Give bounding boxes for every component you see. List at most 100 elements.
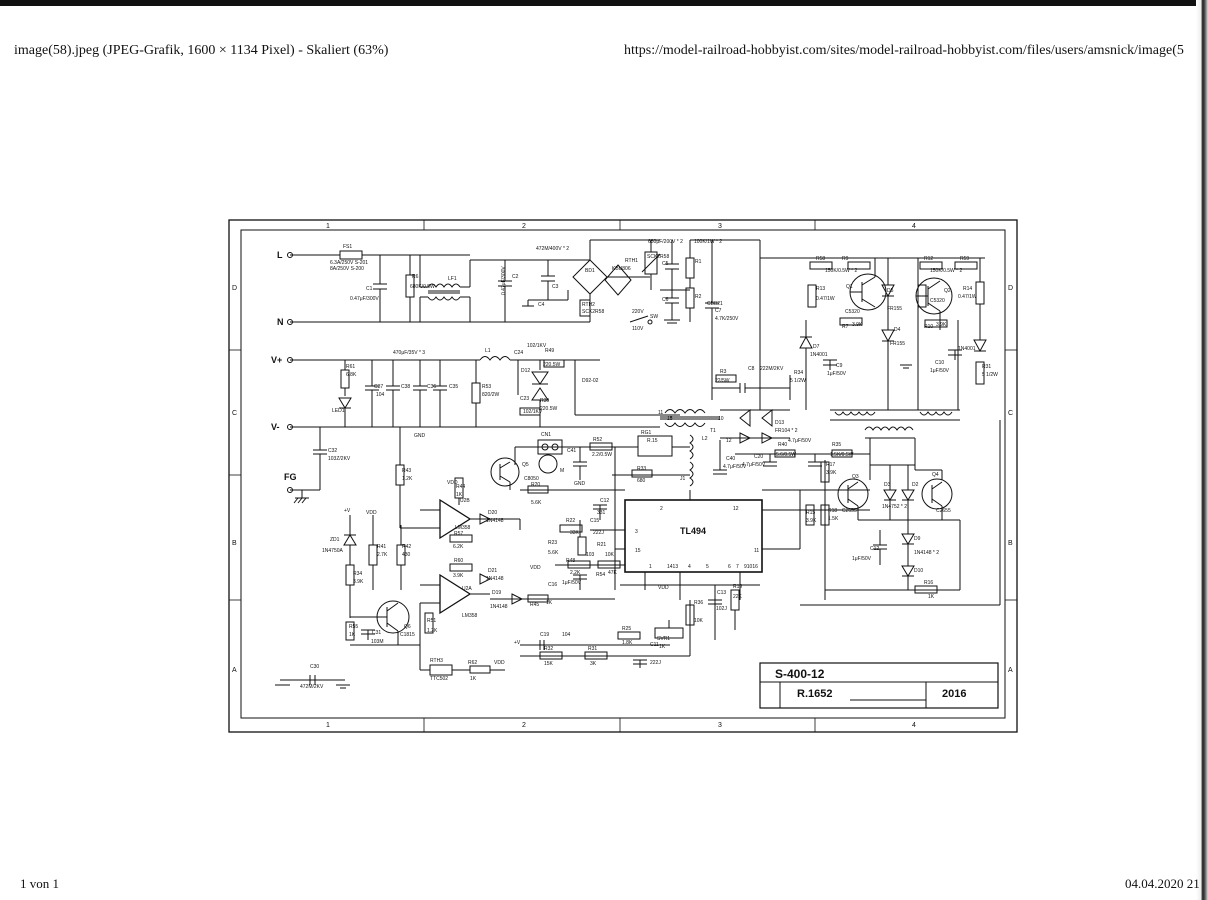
label-r6: R6: [412, 274, 419, 280]
label-c16-val: 1μF/50V: [562, 580, 582, 586]
label-c1-val: 0.47μF/300V: [350, 296, 379, 302]
terminal-n: N: [277, 317, 284, 327]
label-r3-val: 22/5W: [715, 378, 730, 384]
label-r60: R60: [454, 558, 463, 564]
label-c11: C11: [650, 642, 659, 648]
label-l1-out: L1: [485, 348, 491, 354]
label-c20-val: 4.7μF/50V: [742, 462, 766, 468]
label-r44: R44: [456, 484, 465, 490]
label-fs1-rating2: 8A/250V S-200: [330, 266, 364, 272]
label-r23: R23: [548, 540, 557, 546]
label-q4-val: C2655: [936, 508, 951, 514]
input-section: [287, 239, 790, 400]
label-r2: R2: [695, 294, 702, 300]
terminal-fg: FG: [284, 472, 297, 482]
label-q6-val: C1815: [400, 632, 415, 638]
title-block-model: S-400-12: [775, 667, 825, 681]
label-r19-val: 22K: [733, 594, 743, 600]
label-r25-val: 1.8K: [622, 640, 633, 646]
print-footer-page: 1 von 1: [20, 876, 59, 891]
label-c2: C2: [512, 274, 519, 280]
label-cbb21: CBB21: [707, 301, 723, 307]
grid-row-c-right: C: [1008, 410, 1013, 417]
label-r17-val: 3.9K: [826, 470, 837, 476]
label-gnd-2: GND: [574, 481, 586, 487]
label-c15-val: 222J: [593, 530, 604, 536]
label-c7: C7: [715, 308, 722, 314]
label-r61: R61: [346, 364, 355, 370]
label-r40-val: 5.6/0.5W: [776, 452, 796, 458]
label-r60-val: 3.9K: [453, 573, 464, 579]
terminal-vminus: V-: [271, 422, 280, 432]
label-d7-val: 1N4001: [810, 352, 828, 358]
label-r61-val: 6.8K: [346, 372, 357, 378]
label-r10: R10: [924, 324, 933, 330]
label-d13: D13: [775, 420, 784, 426]
grid-row-b-left: B: [232, 540, 237, 547]
label-r54-val: 47K: [608, 570, 618, 576]
label-vdd-1: VDD: [447, 480, 458, 486]
label-r16-val: 1K: [928, 594, 935, 600]
label-r15-val: 3.9K: [806, 518, 817, 524]
label-zd1: ZD1: [330, 537, 340, 543]
label-110v: 110V: [632, 326, 644, 332]
terminal-vplus: V+: [271, 355, 282, 365]
label-gnd-1: GND: [414, 433, 426, 439]
grid-col-2-bottom: 2: [522, 722, 526, 729]
label-svr1: SVR1: [657, 636, 670, 642]
label-c40-val: 4.7μF/50V: [723, 464, 747, 470]
label-d9-val: 1N4148 * 2: [914, 550, 939, 556]
grid-col-4-bottom: 4: [912, 722, 916, 729]
label-c9: C9: [836, 363, 843, 369]
label-r14: R14: [963, 286, 972, 292]
label-r20-val: 5.6K: [531, 500, 542, 506]
inner-frame: [240, 229, 1006, 719]
label-r42-val: 430: [402, 552, 411, 558]
title-block-year: 2016: [942, 688, 966, 700]
label-q2: Q2: [944, 288, 951, 294]
label-q2-val: C5320: [930, 298, 945, 304]
label-r31b: R31: [588, 646, 597, 652]
label-t1: T1: [710, 428, 716, 434]
component-labels: FS1 6.3A/250V S-201 8A/250V S-200 C1 0.4…: [300, 239, 998, 690]
label-r48: R48: [566, 558, 575, 564]
label-d4-val: FR155: [890, 341, 905, 347]
title-block-revision: R.1652: [797, 688, 832, 700]
label-r9-val: 150K/0.5W * 2: [825, 268, 857, 274]
label-c4: C4: [538, 302, 545, 308]
label-d3: D3: [884, 482, 891, 488]
label-q5-val: C8050: [524, 476, 539, 482]
label-r52: R52: [593, 437, 602, 443]
grid-labels: 1 2 3 4 1 2 3 4 D C B A D C B A: [232, 223, 1013, 729]
label-r43-val: 1.2K: [402, 476, 413, 482]
label-r10-val: 3.9K: [936, 322, 947, 328]
label-r31: R31: [982, 364, 991, 370]
label-vplus-small: +V: [344, 508, 351, 514]
label-c16: C16: [548, 582, 557, 588]
label-fs1: FS1: [343, 244, 352, 250]
grid-row-d-right: D: [1008, 285, 1013, 292]
grid-col-1-bottom: 1: [326, 722, 330, 729]
label-rth3-val: TTC502: [430, 676, 448, 682]
control-section: [275, 420, 1001, 689]
label-d10: D10: [914, 568, 923, 574]
label-r52-val: 2.2/0.5W: [592, 452, 612, 458]
label-rg1-val: R.15: [647, 438, 658, 444]
label-r34b: R34: [353, 571, 362, 577]
label-r36-val: 10K: [694, 618, 704, 624]
label-d21: D21: [488, 568, 497, 574]
label-sw: SW: [650, 314, 658, 320]
label-bd1-val: KBU806: [612, 266, 631, 272]
label-r14-val: 0.47/1W: [958, 294, 977, 300]
label-q5: Q5: [522, 462, 529, 468]
label-cn1: CN1: [541, 432, 551, 438]
label-c-47: 4.7μF/50V: [788, 438, 812, 444]
label-c10: C10: [935, 360, 944, 366]
label-r31-val: 5 1/2W: [982, 372, 998, 378]
label-dsr: D92-02: [582, 378, 599, 384]
page-right-edge: [1196, 0, 1208, 900]
label-lm358-2: LM358: [462, 613, 478, 619]
label-q1-val: C5320: [845, 309, 860, 315]
label-d19: D19: [492, 590, 501, 596]
label-r40: R40: [778, 442, 787, 448]
